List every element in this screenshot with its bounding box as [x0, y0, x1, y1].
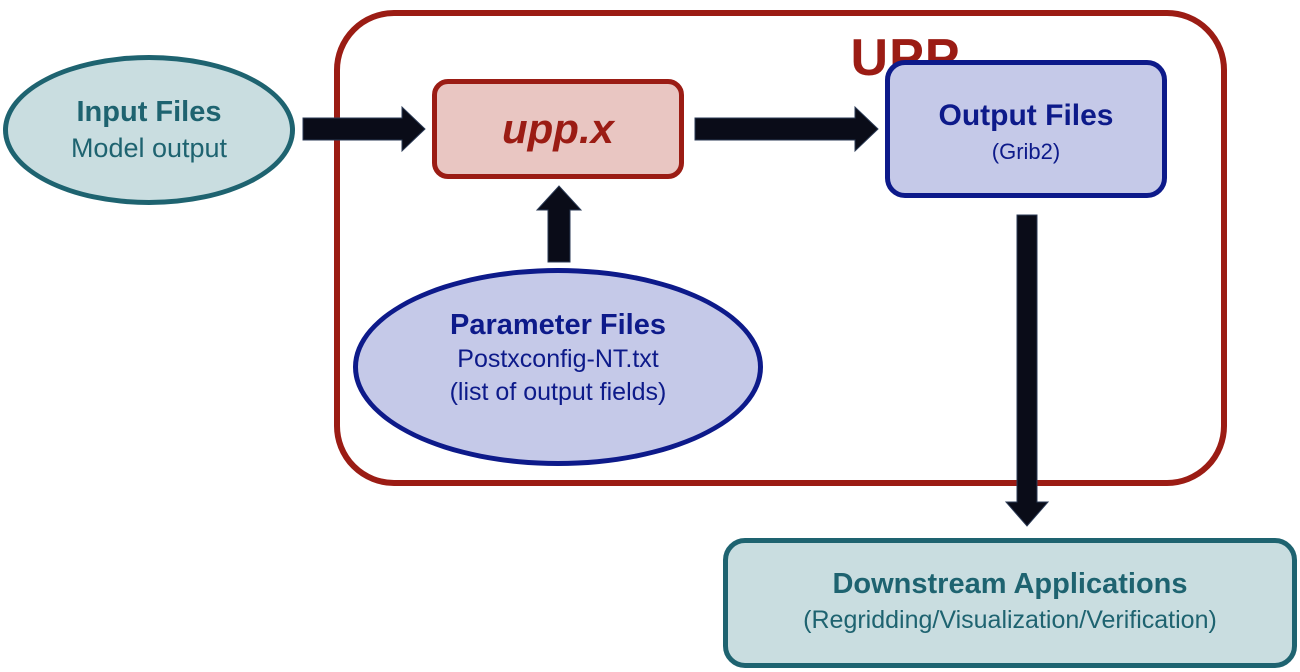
output-files-subtitle: (Grib2)	[991, 138, 1061, 164]
downstream-applications-subtitle: (Regridding/Visualization/Verification)	[803, 606, 1217, 635]
upp-executable-node[interactable]: upp.x	[432, 79, 684, 179]
downstream-applications-node[interactable]: Downstream Applications (Regridding/Visu…	[723, 538, 1297, 668]
output-files-node[interactable]: Output Files (Grib2)	[885, 60, 1167, 198]
parameter-files-node[interactable]: Parameter Files Postxconfig-NT.txt (list…	[353, 268, 763, 466]
output-files-title: Output Files	[938, 99, 1114, 132]
input-files-title: Input Files	[76, 96, 222, 129]
upp-executable-label: upp.x	[502, 105, 614, 152]
input-files-subtitle: Model output	[70, 132, 228, 163]
parameter-files-note: (list of output fields)	[449, 377, 667, 406]
parameter-files-title: Parameter Files	[449, 309, 666, 341]
parameter-files-subtitle: Postxconfig-NT.txt	[457, 345, 659, 374]
input-files-node[interactable]: Input Files Model output	[3, 55, 295, 205]
downstream-applications-title: Downstream Applications	[832, 568, 1188, 601]
